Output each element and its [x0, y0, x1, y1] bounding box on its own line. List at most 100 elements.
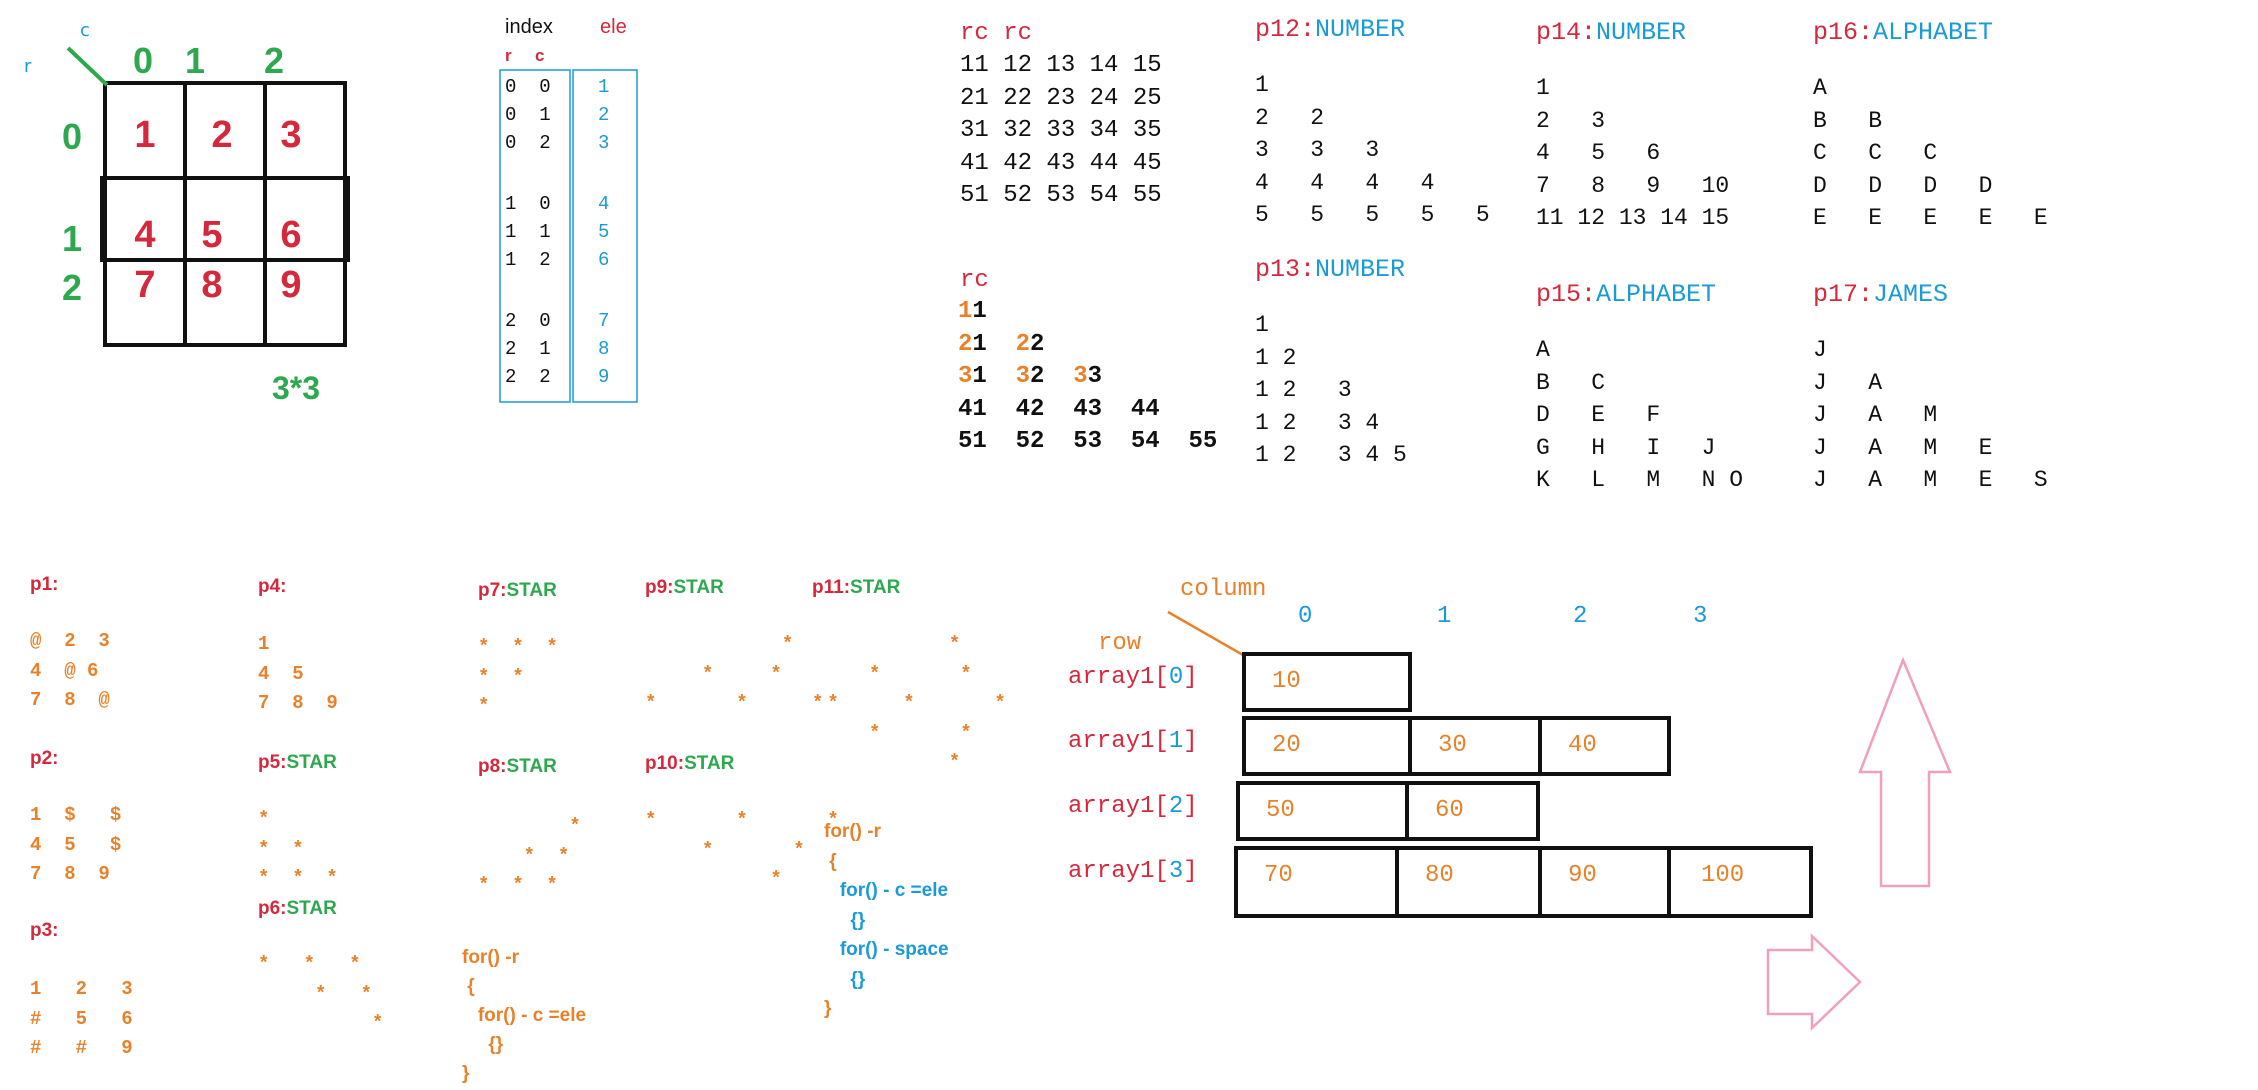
matrix-cell: 5 — [201, 214, 223, 256]
pattern-row: 11 12 13 14 15 — [1536, 205, 1730, 231]
array-cell: 40 — [1538, 716, 1671, 776]
pattern-id: p15: — [1536, 280, 1597, 309]
pattern-title: p1: — [30, 574, 59, 596]
row-header: 0 — [62, 116, 83, 157]
pattern-row: * — [478, 695, 490, 717]
pattern-row: * * * — [645, 809, 839, 831]
array-cell: 70 — [1234, 846, 1399, 918]
index-pair: 2 2 — [505, 366, 551, 388]
ele-value: 5 — [598, 221, 610, 243]
pattern-id: p10: — [645, 753, 685, 774]
pattern-row: * * — [645, 838, 805, 861]
ele-value: 4 — [598, 193, 610, 215]
matrix-cell: 2 — [211, 114, 233, 156]
pattern-row: * — [645, 633, 794, 655]
rc-full-row: 41 42 43 44 45 — [960, 149, 1162, 177]
rc-triangle-row: 21 22 — [958, 330, 1045, 358]
matrix-grid-lines — [100, 81, 350, 347]
pattern-row: J — [1813, 337, 1827, 363]
pattern-row: 1 2 3 4 5 — [1255, 442, 1407, 468]
matrix-cell: 7 — [134, 264, 156, 306]
array-cell: 20 — [1242, 716, 1412, 776]
array-cell: 10 — [1242, 652, 1412, 712]
pattern-row: B C — [1536, 369, 1606, 396]
code-line: } — [824, 998, 832, 1019]
pattern-row: 7 8 9 — [258, 692, 338, 714]
array-row-label: array1[2] — [1068, 793, 1198, 820]
index-pair: 0 2 — [505, 132, 551, 154]
array-row-label: array1[0] — [1068, 664, 1198, 691]
pattern-title: p8:STAR — [478, 756, 557, 778]
rc-full-row: 21 22 23 24 25 — [960, 84, 1162, 112]
array-cell: 50 — [1236, 781, 1409, 841]
pattern-row: E E E E E — [1813, 205, 2048, 231]
pattern-row: 7 8 9 — [30, 863, 110, 885]
pattern-row: * * * — [645, 692, 839, 714]
pattern-title: p9:STAR — [645, 577, 724, 599]
matrix-size-label: 3*3 — [272, 370, 321, 406]
index-pair: 1 2 — [505, 249, 551, 271]
rc-triangle-row: 11 — [958, 298, 987, 325]
rc-triangle-row: 31 32 33 — [958, 363, 1103, 390]
index-pair: 0 1 — [505, 104, 551, 126]
rc-triangle-row: 41 42 43 44 — [958, 395, 1160, 423]
ele-label: ele — [600, 16, 627, 38]
array-cell: 100 — [1667, 846, 1813, 918]
column-index: 0 — [1298, 603, 1313, 630]
column-index: 2 — [1573, 603, 1588, 630]
pattern-type: NUMBER — [1315, 255, 1406, 284]
pattern-row: # 5 6 — [30, 1007, 133, 1030]
pattern-row: * — [258, 808, 270, 830]
ele-value: 1 — [598, 76, 610, 98]
row-label: row — [1098, 630, 1142, 657]
index-label: index — [505, 16, 553, 38]
pattern-row: J A — [1813, 369, 1883, 396]
matrix-cell: 9 — [280, 264, 302, 306]
index-pair: 0 0 — [505, 76, 551, 98]
array-cell: 60 — [1405, 781, 1540, 841]
pattern-title: p3: — [30, 920, 59, 942]
col-header: 2 — [264, 40, 285, 81]
matrix-cell: 6 — [280, 214, 302, 256]
pattern-id: p13: — [1255, 255, 1316, 284]
pattern-row: 7 8 9 10 — [1536, 172, 1730, 199]
pattern-row: 2 3 — [1536, 107, 1606, 134]
pattern-title: p4: — [258, 576, 287, 598]
index-box — [499, 69, 571, 403]
pattern-id: p8: — [478, 756, 507, 777]
rc-full-row: 31 32 33 34 35 — [960, 117, 1162, 144]
rc-full-header: rc rc — [960, 20, 1033, 47]
pattern-title: p13:NUMBER — [1255, 255, 1405, 284]
index-pair: 1 1 — [505, 221, 551, 243]
ele-value: 3 — [598, 132, 610, 154]
pattern-row: G H I J — [1536, 434, 1716, 461]
ele-box — [572, 69, 638, 403]
column-index: 3 — [1693, 603, 1708, 630]
pattern-type: ALPHABET — [1873, 18, 1994, 47]
right-arrow-icon — [1766, 933, 1862, 1031]
rc-full-row: 11 12 13 14 15 — [960, 52, 1162, 79]
pattern-title: p10:STAR — [645, 753, 734, 775]
pattern-row: 7 8 @ — [30, 689, 110, 711]
pattern-id: p14: — [1536, 18, 1597, 47]
code-line: for() -r — [824, 821, 881, 842]
pattern-type: ALPHABET — [1596, 280, 1717, 309]
pattern-row: 4 @ 6 — [30, 659, 99, 682]
pattern-row: 1 — [1255, 72, 1269, 98]
pattern-row: 1 — [1536, 75, 1550, 101]
index-pair: 1 0 — [505, 193, 551, 215]
index-pair: 2 0 — [505, 310, 551, 332]
matrix-cell: 3 — [280, 114, 302, 156]
pattern-title: p2: — [30, 748, 59, 770]
pattern-type: STAR — [506, 756, 557, 777]
pattern-row: 4 5 — [258, 662, 304, 685]
pattern-row: C C C — [1813, 140, 1938, 166]
pattern-title: p16:ALPHABET — [1813, 18, 1993, 47]
pattern-row: * * — [812, 721, 972, 744]
column-index: 1 — [1437, 603, 1452, 630]
pattern-id: p11: — [812, 577, 851, 598]
pattern-type: STAR — [684, 753, 735, 774]
row-header: 2 — [62, 267, 83, 308]
column-pointer-line — [1167, 610, 1244, 657]
pattern-id: p12: — [1255, 15, 1316, 44]
